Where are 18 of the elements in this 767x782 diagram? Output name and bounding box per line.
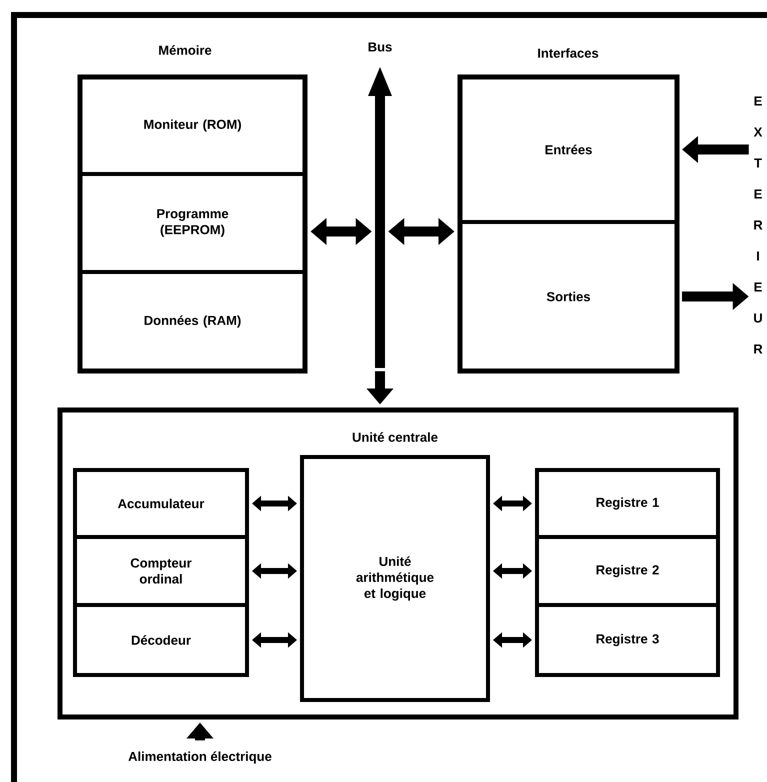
block-cell: Programme (EEPROM) <box>78 172 307 274</box>
caption-text: Alimentation électrique <box>128 751 272 764</box>
block-cell: Registre 3 <box>535 603 720 677</box>
vertical-text: E X T E R I E U R <box>754 96 762 354</box>
block-heading: Interfaces <box>538 48 598 58</box>
block-heading: Unité centrale <box>352 432 438 442</box>
bus-heading: Bus <box>368 42 392 52</box>
block-heading: Mémoire <box>159 45 212 55</box>
block-cell: Accumulateur <box>73 468 249 539</box>
block-cell: Entrées <box>458 75 679 224</box>
block-cell: Registre 2 <box>535 535 720 607</box>
block-cell: Moniteur (ROM) <box>78 75 307 176</box>
block-cell: Décodeur <box>73 603 249 677</box>
block-cell: Unité arithmétique et logique <box>300 455 490 702</box>
block-cell: Sorties <box>458 220 679 373</box>
block-cell: Données (RAM) <box>78 270 307 373</box>
block-cell: Registre 1 <box>535 468 720 539</box>
block-cell: Compteur ordinal <box>73 535 249 607</box>
